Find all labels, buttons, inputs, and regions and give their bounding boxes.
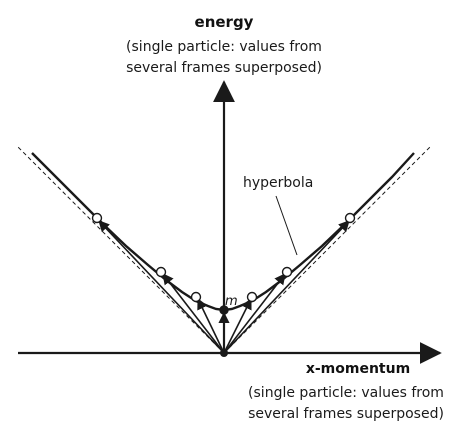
- x-axis-sublabel-1: (single particle: values from: [248, 385, 444, 401]
- mass-label: m: [225, 294, 238, 309]
- point-left-mid: [155, 266, 167, 278]
- vector-left-near: [197, 297, 225, 354]
- point-right-far: [344, 212, 356, 224]
- point-left-near: [190, 291, 202, 303]
- hyperbola-label: hyperbola: [243, 175, 313, 191]
- vector-left-far: [98, 220, 225, 354]
- frame-points: [91, 212, 356, 315]
- vectors: [98, 220, 350, 354]
- y-axis-sublabel-2: several frames superposed): [126, 60, 322, 76]
- origin-point: [220, 349, 228, 357]
- vector-right-mid: [223, 273, 286, 354]
- hyperbola-leader: [275, 195, 298, 256]
- asymptote-left: [17, 146, 225, 354]
- vector-right-near: [223, 297, 252, 354]
- point-right-mid: [281, 266, 293, 278]
- x-axis-label: x-momentum: [306, 361, 410, 377]
- point-left-far: [91, 212, 103, 224]
- x-axis-sublabel-2: several frames superposed): [248, 406, 444, 422]
- y-axis-label: energy: [195, 13, 254, 31]
- point-rest: [219, 305, 229, 315]
- y-axis-sublabel-1: (single particle: values from: [126, 39, 322, 55]
- vector-left-mid: [162, 273, 225, 354]
- point-right-near: [246, 291, 258, 303]
- vector-right-far: [223, 220, 350, 354]
